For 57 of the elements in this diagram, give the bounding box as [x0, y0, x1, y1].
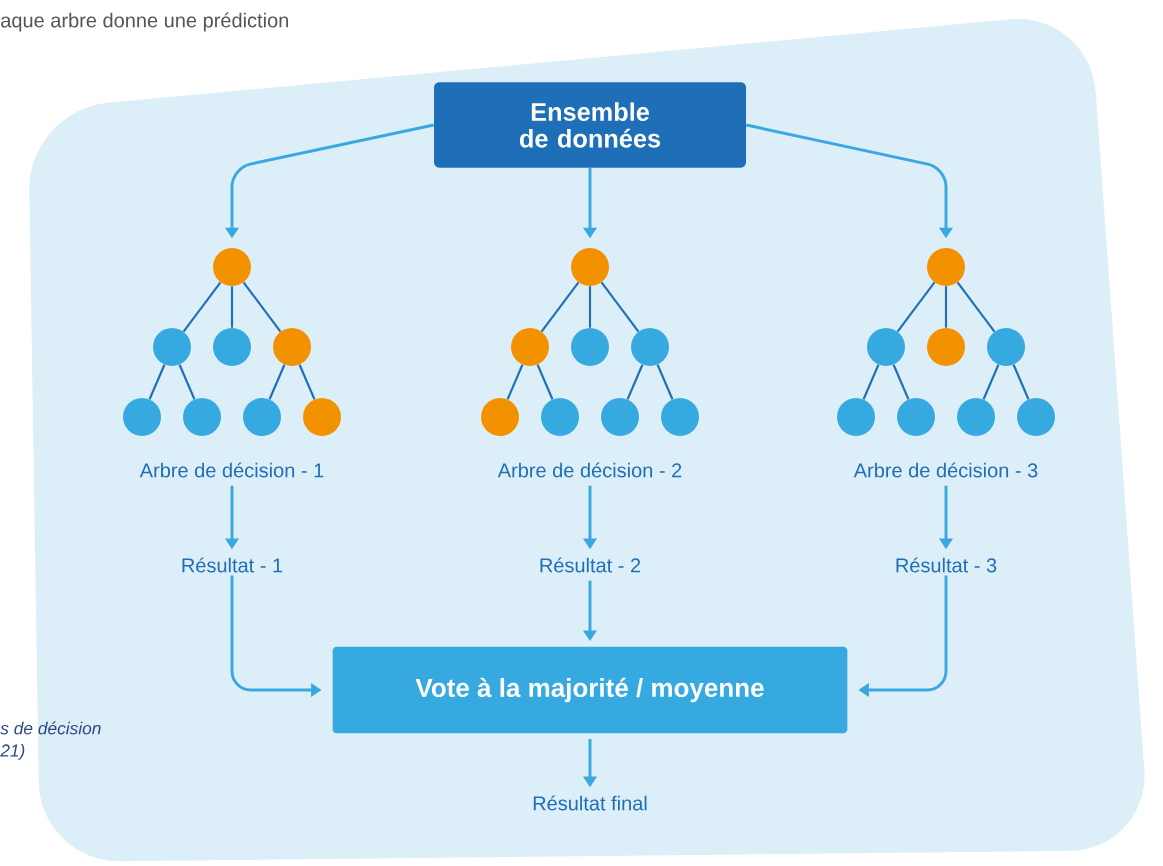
- tree-node: [183, 398, 221, 436]
- branch-line: [982, 364, 1000, 400]
- branch-line: [230, 286, 234, 328]
- tree-node: [213, 328, 251, 366]
- tree-node: [571, 248, 609, 286]
- result-label: Résultat - 1: [182, 557, 283, 573]
- tree-node: [243, 398, 281, 436]
- tree-node: [511, 328, 549, 366]
- tree-node: [897, 398, 935, 436]
- branch-line: [182, 281, 222, 333]
- tree-node: [927, 248, 965, 286]
- tree-node: [957, 398, 995, 436]
- tree-node: [303, 398, 341, 436]
- tree-node: [601, 398, 639, 436]
- result-label: Résultat - 3: [896, 557, 997, 573]
- branch-line: [506, 364, 524, 400]
- branch-line: [540, 281, 580, 333]
- branch-line: [600, 281, 640, 333]
- tree-label: Arbre de décision - 1: [139, 462, 324, 478]
- tree-node: [987, 328, 1025, 366]
- result-label: Résultat final: [533, 795, 647, 811]
- tree-node: [213, 248, 251, 286]
- branch-line: [956, 281, 996, 333]
- tree-node: [153, 328, 191, 366]
- tree-node: [123, 398, 161, 436]
- branch-line: [536, 364, 554, 400]
- tree-node: [837, 398, 875, 436]
- branch-line: [242, 281, 282, 333]
- branch-line: [148, 364, 166, 400]
- tree-node: [541, 398, 579, 436]
- branch-line: [268, 364, 286, 400]
- branch-line: [944, 286, 948, 328]
- note-text: aque arbre donne une prédiction: [1, 12, 288, 32]
- tree-node: [631, 328, 669, 366]
- branch-line: [862, 364, 880, 400]
- tree-node: [273, 328, 311, 366]
- result-label: Résultat - 2: [540, 557, 641, 573]
- branch-line: [626, 364, 644, 400]
- branch-line: [1012, 364, 1030, 400]
- branch-line: [178, 364, 196, 400]
- branch-line: [896, 281, 936, 333]
- tree-node: [571, 328, 609, 366]
- branch-line: [656, 364, 674, 400]
- tree-node: [927, 328, 965, 366]
- tree-label: Arbre de décision - 2: [497, 462, 682, 478]
- tree-node: [867, 328, 905, 366]
- tree-node: [481, 398, 519, 436]
- note-text: s de décision: [0, 721, 101, 735]
- tree-node: [1017, 398, 1055, 436]
- note-text: 21): [0, 743, 25, 761]
- branch-line: [298, 364, 316, 400]
- branch-line: [892, 364, 910, 400]
- vote-box: Vote à la majorité / moyenne: [332, 646, 848, 734]
- tree-label: Arbre de décision - 3: [853, 462, 1038, 478]
- data-box: Ensemble de données: [434, 82, 746, 168]
- branch-line: [588, 286, 592, 328]
- tree-node: [661, 398, 699, 436]
